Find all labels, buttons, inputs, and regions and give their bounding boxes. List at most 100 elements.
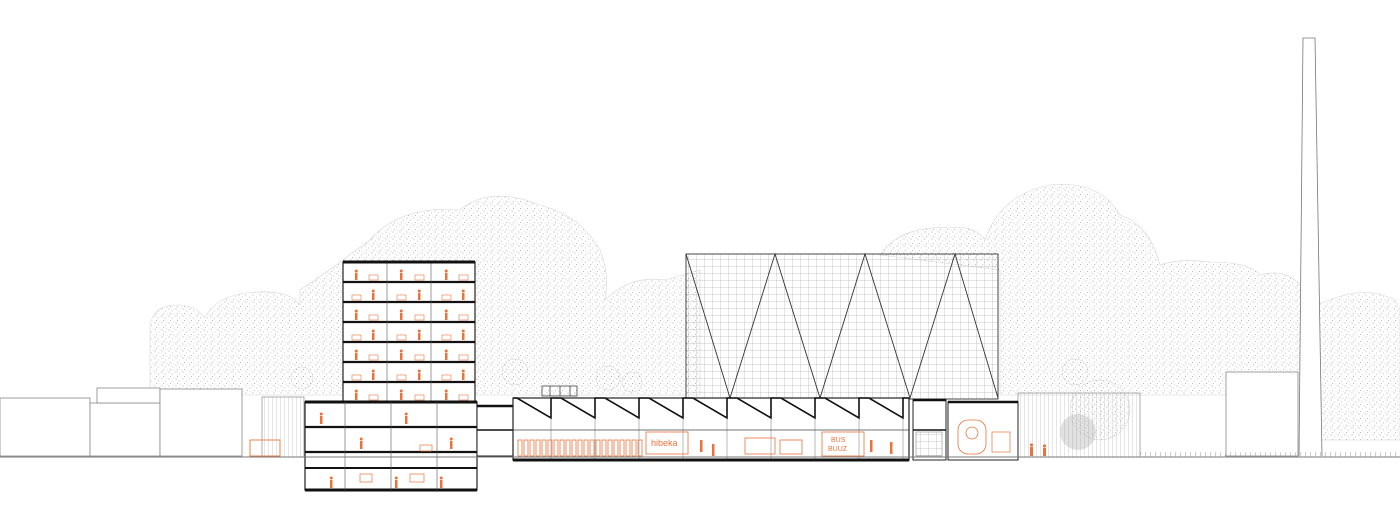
person-head xyxy=(399,269,403,273)
shelf-item xyxy=(589,439,595,457)
grass-tick xyxy=(1204,451,1207,458)
grass-tick xyxy=(1164,451,1167,458)
grass-tick xyxy=(1194,451,1197,458)
grass-tick xyxy=(1374,451,1377,458)
grass-tick xyxy=(1244,451,1247,458)
furniture-item xyxy=(414,394,425,401)
shelf-item xyxy=(601,439,607,457)
person-figure xyxy=(445,353,448,360)
grass-tick xyxy=(1184,451,1187,458)
grass-tick xyxy=(1294,451,1297,458)
person-head xyxy=(371,369,375,373)
furniture-item xyxy=(396,334,407,341)
grass-tick xyxy=(1139,451,1142,458)
person-head xyxy=(319,412,323,416)
shelf-item xyxy=(613,439,619,457)
shelf-item xyxy=(637,439,643,457)
vehicle-outline xyxy=(409,473,425,483)
person-head xyxy=(417,289,421,293)
person-head xyxy=(354,349,358,353)
person-head xyxy=(399,389,403,393)
person-head xyxy=(417,369,421,373)
furniture-item xyxy=(458,314,469,321)
grass-tick xyxy=(1389,451,1392,458)
person-figure xyxy=(372,293,375,300)
person-head xyxy=(354,309,358,313)
person-figure xyxy=(445,393,448,400)
person-figure xyxy=(372,373,375,380)
person-figure xyxy=(372,333,375,340)
shelf-item xyxy=(625,439,631,457)
person-head xyxy=(399,349,403,353)
person-figure xyxy=(870,440,873,452)
grass-tick xyxy=(1359,451,1362,458)
person-head xyxy=(461,369,465,373)
hall-sign-2-top: BUS xyxy=(831,437,846,444)
person-head xyxy=(449,437,453,441)
hall-sign-1: hibeka xyxy=(651,438,678,448)
person-figure xyxy=(418,373,421,380)
grass-tick xyxy=(1219,451,1222,458)
person-head xyxy=(461,289,465,293)
grass-tick xyxy=(1274,451,1277,458)
person-head xyxy=(329,476,333,480)
person-head xyxy=(371,329,375,333)
hatched-wall-left xyxy=(261,396,305,458)
neighbour-building-right xyxy=(1225,371,1299,457)
grass-tick xyxy=(1229,451,1232,458)
grass-tick xyxy=(1254,451,1257,458)
grass-tick xyxy=(1339,451,1342,458)
person-head xyxy=(404,412,408,416)
person-head xyxy=(444,349,448,353)
person-head xyxy=(359,437,363,441)
grass-tick xyxy=(1154,451,1157,458)
furniture-item xyxy=(351,294,362,301)
grass-tick xyxy=(1394,451,1397,458)
grass-tick xyxy=(1149,451,1152,458)
furniture-item xyxy=(351,374,362,381)
person-figure xyxy=(355,313,358,320)
person-head xyxy=(444,309,448,313)
grass-tick xyxy=(1209,451,1212,458)
person-figure xyxy=(445,273,448,280)
person-figure xyxy=(440,480,443,488)
furniture-item xyxy=(458,394,469,401)
grass-tick xyxy=(1284,451,1287,458)
grass-tick xyxy=(1319,451,1322,458)
person-head xyxy=(371,289,375,293)
furniture-item xyxy=(368,354,379,361)
grass-tick xyxy=(1159,451,1162,458)
person-figure xyxy=(418,333,421,340)
shelf-item xyxy=(619,439,625,457)
grass-tick xyxy=(1249,451,1252,458)
grass-tick xyxy=(1174,451,1177,458)
shelf-item xyxy=(583,439,589,457)
furniture-item xyxy=(414,274,425,281)
ground-grass xyxy=(1139,451,1397,458)
sawtooth-hall: hibeka BUS BUUZ xyxy=(512,397,910,462)
grass-tick xyxy=(1324,451,1327,458)
grass-tick xyxy=(1379,451,1382,458)
person-figure xyxy=(400,353,403,360)
shelf-item xyxy=(535,439,541,457)
connector-block xyxy=(476,404,514,457)
person-figure xyxy=(405,416,408,424)
shelf-item xyxy=(559,439,565,457)
person-figure xyxy=(890,442,893,454)
grass-tick xyxy=(1344,451,1347,458)
person-head xyxy=(354,389,358,393)
grass-tick xyxy=(1349,451,1352,458)
person-figure xyxy=(355,353,358,360)
person-figure xyxy=(355,273,358,280)
shelf-item xyxy=(571,439,577,457)
grass-tick xyxy=(1314,451,1317,458)
furniture-item xyxy=(368,314,379,321)
shelf-item xyxy=(631,439,637,457)
grass-tick xyxy=(1354,451,1357,458)
grass-tick xyxy=(1269,451,1272,458)
person-figure xyxy=(360,441,363,449)
furniture-item xyxy=(368,394,379,401)
person-figure xyxy=(395,480,398,488)
grass-tick xyxy=(1214,451,1217,458)
person-figure xyxy=(355,393,358,400)
